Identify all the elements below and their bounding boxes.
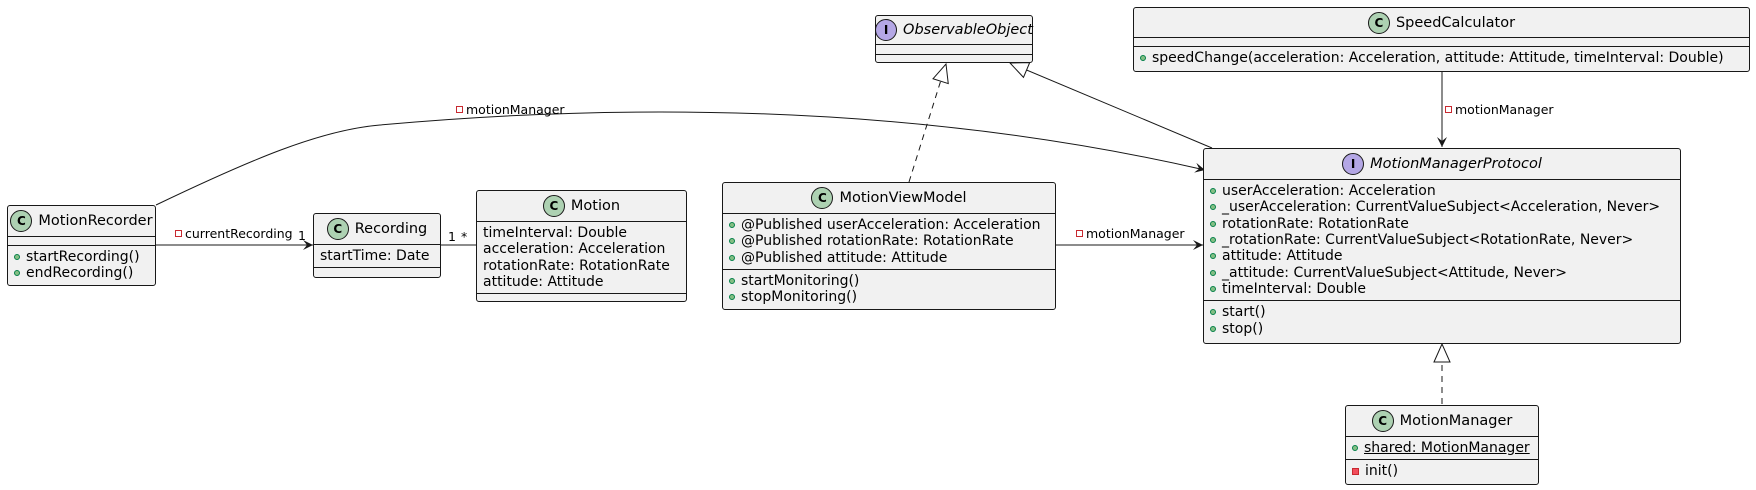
- class-badge-icon: C: [542, 195, 565, 217]
- methods-section: start() stop(): [1204, 301, 1680, 340]
- field-row: @Published attitude: Attitude: [729, 250, 1049, 266]
- public-marker-icon: [1210, 204, 1216, 211]
- fields-section: @Published userAcceleration: Acceleratio…: [723, 214, 1055, 270]
- speed-calculator-class: C SpeedCalculator speedChange(accelerati…: [1133, 7, 1750, 72]
- private-marker-icon: [1076, 230, 1083, 237]
- field-row: _userAcceleration: CurrentValueSubject<A…: [1210, 199, 1674, 215]
- fields-section: startTime: Date: [314, 245, 440, 269]
- public-marker-icon: [729, 254, 735, 261]
- edge-protocol-observable: [1008, 62, 1213, 149]
- motion-class: C Motion timeInterval: Double accelerati…: [476, 190, 687, 302]
- methods-section: [477, 294, 686, 303]
- fields-section: userAcceleration: Acceleration _userAcce…: [1204, 180, 1680, 302]
- class-name: MotionRecorder: [38, 213, 153, 229]
- interface-badge-icon: I: [875, 19, 898, 41]
- edge-label-speed-protocol: motionManager: [1445, 102, 1554, 117]
- motion-recorder-class: C MotionRecorder startRecording() endRec…: [7, 205, 156, 286]
- class-badge-icon: C: [326, 218, 349, 240]
- class-name: SpeedCalculator: [1395, 14, 1516, 31]
- public-marker-icon: [1140, 55, 1146, 62]
- private-marker-icon: [175, 230, 182, 237]
- edge-label-recorder-recording: currentRecording: [175, 226, 293, 241]
- method-row: startMonitoring(): [729, 273, 1049, 289]
- field-row: _attitude: CurrentValueSubject<Attitude,…: [1210, 264, 1674, 281]
- edge-viewmodel-observable: [908, 62, 949, 183]
- recording-class: C Recording startTime: Date: [313, 213, 441, 278]
- class-name: Motion: [570, 198, 621, 214]
- fields-section: [1134, 38, 1749, 47]
- private-marker-icon: [1445, 106, 1452, 113]
- fields-section: [876, 45, 1032, 55]
- fields-section: shared: MotionManager: [1346, 437, 1538, 461]
- method-row: speedChange(acceleration: Acceleration, …: [1140, 50, 1743, 66]
- methods-section: speedChange(acceleration: Acceleration, …: [1134, 47, 1749, 69]
- field-row: attitude: Attitude: [483, 274, 604, 291]
- field-row: _rotationRate: CurrentValueSubject<Rotat…: [1210, 232, 1674, 248]
- field-row: userAcceleration: Acceleration: [1210, 183, 1674, 199]
- method-row: endRecording(): [14, 265, 149, 281]
- motion-manager-class: C MotionManager shared: MotionManager in…: [1345, 405, 1539, 485]
- class-badge-icon: C: [10, 210, 33, 232]
- private-marker-icon: [456, 106, 463, 113]
- motion-manager-protocol-interface: I MotionManagerProtocol userAcceleration…: [1203, 148, 1681, 344]
- interface-badge-icon: I: [1342, 153, 1365, 175]
- methods-section: startMonitoring() stopMonitoring(): [723, 270, 1055, 309]
- public-marker-icon: [1210, 285, 1216, 292]
- public-marker-icon: [14, 270, 20, 277]
- public-marker-icon: [1210, 269, 1216, 276]
- public-marker-icon: [1352, 445, 1358, 452]
- private-marker-icon: [1352, 467, 1359, 475]
- edge-recorder-protocol: [155, 111, 1206, 206]
- method-row: startRecording(): [14, 249, 149, 265]
- public-marker-icon: [14, 254, 20, 261]
- class-name: MotionViewModel: [839, 190, 967, 206]
- field-row: startTime: Date: [320, 248, 430, 265]
- edge-label-recorder-protocol: motionManager: [456, 102, 565, 117]
- field-row: rotationRate: RotationRate: [483, 257, 670, 274]
- interface-name: MotionManagerProtocol: [1370, 156, 1542, 172]
- class-badge-icon: C: [1371, 410, 1394, 432]
- class-name: Recording: [354, 221, 428, 237]
- public-marker-icon: [1210, 253, 1216, 260]
- methods-section: startRecording() endRecording(): [8, 246, 155, 285]
- public-marker-icon: [729, 278, 735, 285]
- public-marker-icon: [729, 294, 735, 301]
- public-marker-icon: [1210, 188, 1216, 195]
- method-row: stopMonitoring(): [729, 289, 1049, 305]
- field-row: @Published userAcceleration: Acceleratio…: [729, 217, 1049, 233]
- multiplicity-motion-side: *: [461, 229, 468, 244]
- public-marker-icon: [1210, 220, 1216, 227]
- field-row: acceleration: Acceleration: [483, 241, 666, 258]
- observable-object-interface: I ObservableObject: [875, 15, 1033, 63]
- public-marker-icon: [729, 222, 735, 229]
- public-marker-icon: [1210, 237, 1216, 244]
- class-badge-icon: C: [811, 187, 834, 209]
- method-row: start(): [1210, 304, 1674, 320]
- method-row: stop(): [1210, 320, 1674, 337]
- field-row: @Published rotationRate: RotationRate: [729, 233, 1049, 249]
- edge-label-viewmodel-protocol: motionManager: [1076, 226, 1185, 241]
- public-marker-icon: [1210, 309, 1216, 316]
- motion-view-model-class: C MotionViewModel @Published userAcceler…: [722, 182, 1056, 310]
- field-row: timeInterval: Double: [1210, 281, 1674, 297]
- class-badge-icon: C: [1367, 11, 1390, 34]
- field-row: attitude: Attitude: [1210, 248, 1674, 264]
- methods-section: [314, 268, 440, 277]
- public-marker-icon: [1210, 325, 1216, 332]
- fields-section: [8, 237, 155, 246]
- interface-name: ObservableObject: [903, 22, 1033, 38]
- multiplicity-recording-target: 1: [298, 228, 306, 243]
- method-row: init(): [1352, 463, 1532, 479]
- public-marker-icon: [729, 238, 735, 245]
- fields-section: timeInterval: Double acceleration: Accel…: [477, 222, 686, 295]
- methods-section: [876, 55, 1032, 63]
- methods-section: init(): [1346, 460, 1538, 482]
- field-row: shared: MotionManager: [1352, 440, 1532, 456]
- multiplicity-recording-side: 1: [448, 229, 456, 244]
- field-row: rotationRate: RotationRate: [1210, 216, 1674, 232]
- field-row: timeInterval: Double: [483, 225, 628, 242]
- class-name: MotionManager: [1399, 413, 1513, 429]
